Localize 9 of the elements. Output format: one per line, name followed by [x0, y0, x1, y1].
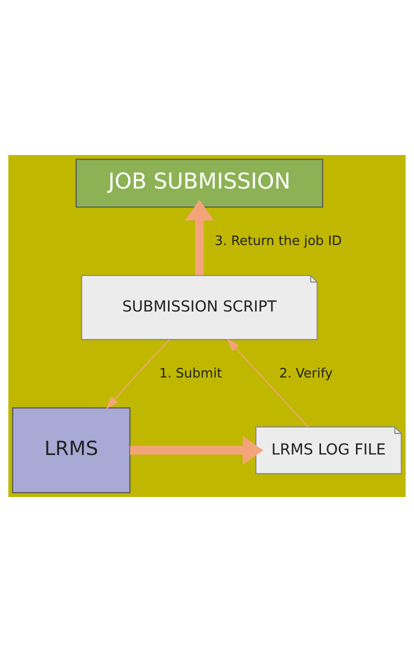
edge-label: 1. Submit — [159, 366, 222, 382]
arrow — [184, 199, 214, 275]
arrow — [106, 338, 170, 409]
node-box: LRMS — [12, 406, 130, 493]
arrow — [130, 435, 264, 464]
edge-label: 3. Return the job ID — [214, 234, 342, 249]
node-box: JOB SUBMISSION — [76, 158, 324, 208]
edge-label: 2. Verify — [279, 366, 333, 382]
arrow — [226, 338, 308, 427]
